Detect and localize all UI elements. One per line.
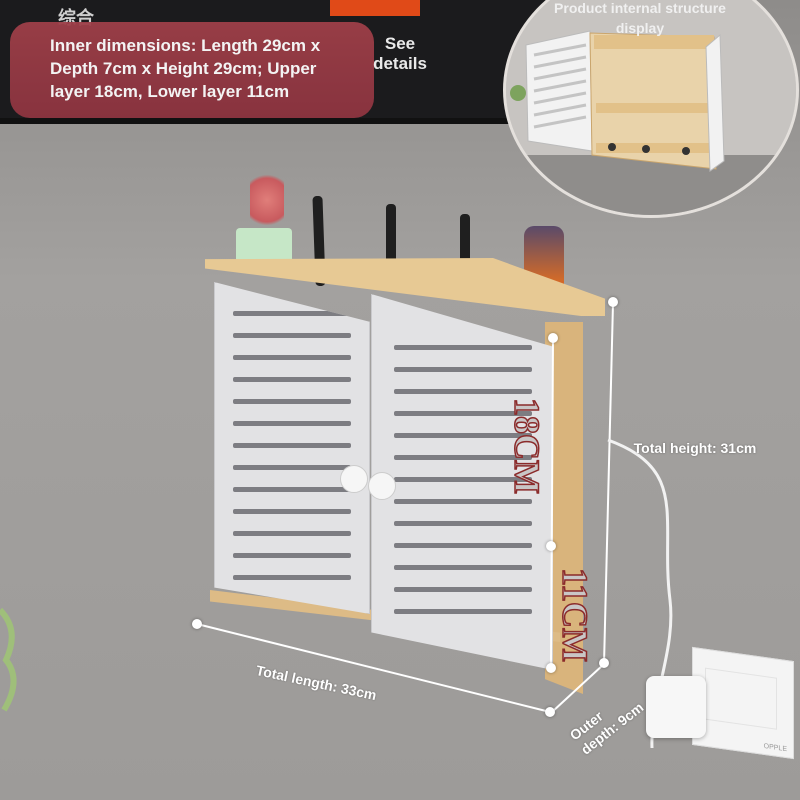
plant-flowers (250, 168, 284, 232)
router-antenna-3 (460, 214, 470, 294)
inner-bottom-dot (546, 663, 556, 673)
see-details-link[interactable]: See details (373, 34, 427, 73)
height-top-dot (608, 297, 618, 307)
length-right-dot (545, 707, 555, 717)
banner-text: Inner dimensions: Length 29cm x Depth 7c… (50, 36, 321, 101)
inner-top-dot (548, 333, 558, 343)
charger (646, 676, 706, 738)
left-plant (0, 607, 17, 712)
inset-structure-view (503, 0, 799, 218)
router-antenna-2 (386, 204, 396, 284)
cabinet-left-door (214, 282, 370, 614)
inner-middle-dot (546, 541, 556, 551)
right-door-knob (368, 472, 396, 500)
outlet-brand: OPPLE (763, 742, 787, 754)
tv-glow (330, 0, 420, 16)
lower-layer-label: 11CM (554, 567, 596, 663)
height-bottom-dot (599, 658, 609, 668)
wall-outlet: OPPLE (692, 646, 794, 760)
inset-illustration (506, 0, 796, 215)
inset-title: Product internal structure display (554, 0, 726, 36)
left-door-knob (340, 465, 368, 493)
upper-layer-label: 18CM (506, 397, 548, 494)
outlet-sockets (705, 667, 777, 730)
cabinet-right-door (371, 294, 553, 670)
total-height-label: Total height: 31cm (633, 440, 757, 456)
length-left-dot (192, 619, 202, 629)
dimensions-banner: Inner dimensions: Length 29cm x Depth 7c… (10, 22, 374, 118)
